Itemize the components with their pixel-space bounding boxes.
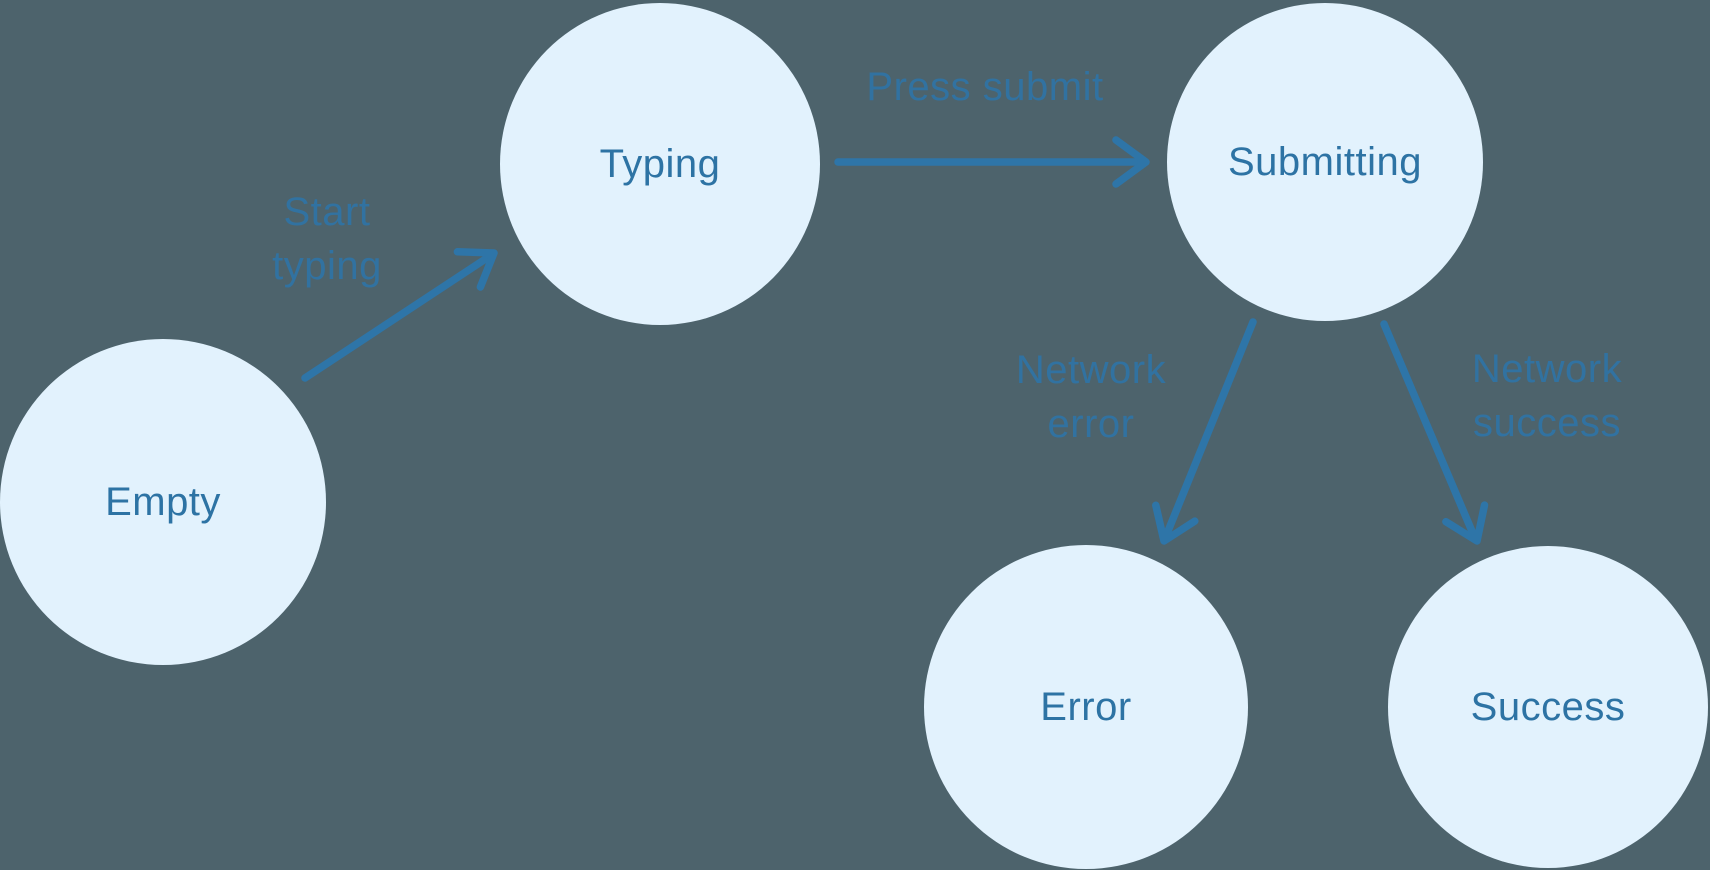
- edge-label-network-error: Network error: [1015, 348, 1167, 446]
- state-label-empty: Empty: [105, 479, 221, 524]
- edge-label-network-success: Network success: [1471, 347, 1623, 445]
- state-node-typing: Typing: [500, 3, 820, 325]
- arrowhead-icon: [1112, 136, 1150, 188]
- state-node-submitting: Submitting: [1167, 3, 1483, 321]
- arrowhead-icon: [1152, 501, 1199, 545]
- state-node-success: Success: [1388, 546, 1708, 868]
- arrowhead-icon: [453, 248, 498, 291]
- arrowhead-icon: [1442, 501, 1489, 545]
- state-node-error: Error: [924, 545, 1248, 869]
- state-label-error: Error: [1040, 684, 1132, 729]
- state-node-empty: Empty: [0, 339, 326, 665]
- edge-submitting-to-error: [1152, 318, 1257, 545]
- edge-label-start-typing: Start typing: [272, 190, 382, 288]
- edge-typing-to-submitting: [834, 136, 1150, 188]
- edge-empty-to-typing: [301, 248, 498, 382]
- edge-label-press-submit: Press submit: [866, 65, 1104, 109]
- edge-submitting-to-success: [1380, 320, 1489, 545]
- state-label-typing: Typing: [599, 141, 721, 186]
- state-label-success: Success: [1470, 684, 1626, 729]
- state-label-submitting: Submitting: [1228, 139, 1422, 184]
